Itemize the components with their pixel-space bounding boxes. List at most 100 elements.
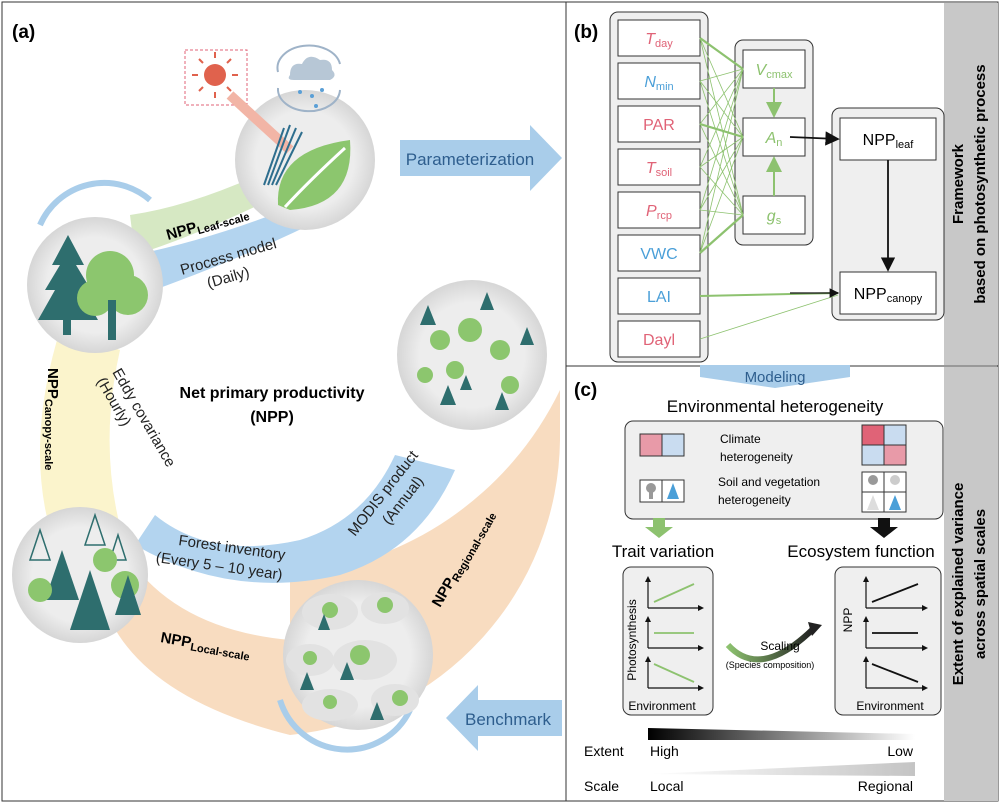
- trait-chart-0-trend: [653, 583, 695, 603]
- climate-het-large-icon: [861, 424, 907, 466]
- mid-label-0: Vcmax: [756, 62, 793, 81]
- trait-down-arrow: [645, 518, 673, 538]
- scaling-label: Scaling: [760, 639, 799, 653]
- extent-high-label: High: [650, 743, 679, 759]
- regional-forest-icon: [417, 292, 534, 410]
- link-4-1: [699, 136, 744, 211]
- photosynthesis-axis-label: Photosynthesis: [625, 599, 639, 680]
- local-circle: [12, 507, 148, 643]
- trait-box: [622, 566, 714, 716]
- environment-label-left: Environment: [628, 699, 696, 713]
- ring-top-left: [37, 179, 152, 227]
- band-blue-lower: [135, 455, 455, 583]
- trait-chart-1-y-tip: [645, 616, 651, 622]
- trait-chart-2-x-tip: [698, 685, 704, 691]
- trait-chart-2-y-tip: [645, 656, 651, 662]
- input-box-5: [617, 234, 701, 272]
- trait-variation-title: Trait variation: [612, 542, 714, 561]
- input-label-5: VWC: [640, 246, 677, 263]
- npp-axis-label: NPP: [841, 608, 855, 633]
- env-heterogeneity-title: Environmental heterogeneity: [667, 397, 884, 416]
- input-box-6: [617, 277, 701, 315]
- ecosystem-chart-2-trend: [871, 663, 919, 683]
- input-label-6: LAI: [647, 289, 671, 306]
- link-5-2: [699, 214, 744, 254]
- mini-charts: [645, 576, 928, 691]
- dayl-to-canopy-line: [699, 294, 839, 340]
- panel-b-label: (b): [574, 22, 598, 43]
- input-label-4: Prcp: [646, 203, 672, 222]
- panel-a-label: (a): [12, 22, 35, 43]
- input-box-2: [617, 105, 701, 143]
- an-to-npp-leaf-arrow: [789, 131, 840, 146]
- panel-c-label: (c): [574, 380, 597, 401]
- npp-canopy-box: [839, 271, 937, 315]
- climate-het-small-icon: [639, 433, 685, 457]
- parameterization-arrow: Parameterization: [400, 125, 562, 191]
- regional-circle: [397, 280, 547, 430]
- species-composition-label: (Species composition): [726, 660, 815, 670]
- mid-label-2: gs: [767, 208, 782, 227]
- input-box-1: [617, 62, 701, 100]
- ecosystem-chart-0-trend: [871, 583, 919, 603]
- link-2-1: [699, 122, 744, 139]
- ecosystem-chart-2-y-tip: [863, 656, 869, 662]
- ecosystem-chart-0-x-tip: [922, 605, 928, 611]
- link-5-0: [699, 68, 744, 254]
- extent-label: Extent: [584, 743, 624, 759]
- panel-b-sidebar: [944, 3, 998, 365]
- leaf-icon: [263, 124, 351, 210]
- band-yellow-canopy: [40, 330, 130, 560]
- npp-canopy-scale-label: NPPCanopy-scale: [42, 368, 61, 470]
- trait-chart-0-x-tip: [698, 605, 704, 611]
- link-1-0: [699, 68, 744, 82]
- npp-canopy-text: NPPcanopy: [854, 286, 923, 305]
- link-1-1: [699, 80, 744, 138]
- link-2-2: [699, 123, 744, 216]
- modeling-arrow: Modeling: [700, 365, 850, 388]
- npp-title: Net primary productivity(NPP): [180, 385, 365, 426]
- band-orange-local: [110, 560, 290, 735]
- link-3-1: [699, 136, 744, 168]
- parameterization-label: Parameterization: [406, 150, 535, 169]
- panel-c-sidebar: [944, 367, 998, 801]
- ecosystem-chart-2-x-tip: [922, 685, 928, 691]
- ecosystem-function-title: Ecosystem function: [787, 542, 934, 561]
- link-1-2: [699, 80, 744, 216]
- input-label-3: Tsoil: [646, 160, 672, 179]
- modeling-label: Modeling: [745, 369, 806, 386]
- ring-bottom-right: [277, 699, 413, 753]
- ecosystem-down-arrow: [870, 518, 898, 538]
- link-4-2: [699, 209, 744, 216]
- ecosystem-chart-1-y-tip: [863, 616, 869, 622]
- input-box-0: [617, 19, 701, 57]
- soil-veg-small-icon: [639, 479, 685, 503]
- link-2-0: [699, 68, 744, 125]
- scale-label: Scale: [584, 778, 619, 794]
- link-4-0: [699, 68, 744, 211]
- trait-chart-1-x-tip: [698, 645, 704, 651]
- input-label-7: Dayl: [643, 332, 675, 349]
- trait-chart-2-trend: [653, 663, 695, 683]
- npp-leaf-text: NPPleaf: [863, 132, 915, 151]
- input-label-0: Tday: [645, 31, 673, 50]
- extent-low-label: Low: [887, 743, 914, 759]
- inventory-plots-icon: [286, 592, 419, 721]
- panel-a: (a): [12, 22, 562, 753]
- ecosystem-chart-0-y-tip: [863, 576, 869, 582]
- extent-gradient-bar: [648, 728, 915, 740]
- link-0-1: [699, 37, 744, 138]
- link-3-0: [699, 68, 744, 168]
- scale-gradient-bar: [648, 762, 915, 776]
- scaling-arrow: [725, 622, 822, 663]
- scale-local-label: Local: [650, 778, 683, 794]
- input-box-7: [617, 320, 701, 358]
- local-trees-icon: [28, 512, 141, 630]
- input-box-3: [617, 148, 701, 186]
